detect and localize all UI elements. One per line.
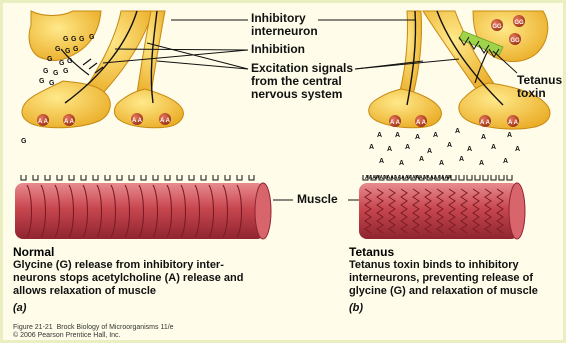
svg-text:A: A	[369, 144, 374, 151]
svg-text:A A: A A	[416, 120, 427, 126]
svg-text:A: A	[387, 146, 392, 153]
svg-text:A A: A A	[480, 120, 491, 126]
figure-credit: Figure 21-21 Brock Biology of Microorgan…	[13, 324, 174, 340]
normal-panel-letter: (a)	[13, 302, 26, 314]
svg-text:G: G	[67, 58, 73, 65]
svg-text:G: G	[73, 46, 79, 53]
svg-text:A A: A A	[64, 119, 75, 125]
svg-text:G: G	[63, 36, 69, 43]
svg-text:A A: A A	[132, 118, 143, 124]
normal-muscle	[15, 175, 271, 239]
svg-text:A: A	[447, 142, 452, 149]
svg-text:G: G	[55, 46, 61, 53]
tetanus-panel-letter: (b)	[349, 302, 363, 314]
svg-text:A: A	[479, 160, 484, 167]
svg-text:G: G	[49, 80, 55, 87]
tetanus-muscle: AAAAAAAAAAAAAAAAAAAAAAAA	[359, 175, 525, 239]
tetanus-panel-description: Tetanus toxin binds to inhibitory intern…	[349, 259, 538, 298]
svg-text:A: A	[491, 144, 496, 151]
svg-text:A: A	[455, 128, 460, 135]
svg-text:A: A	[459, 156, 464, 163]
inhibitory-interneuron-label: Inhibitory interneuron	[251, 12, 318, 38]
svg-text:GG: GG	[514, 20, 524, 26]
tetanus-toxin-label: Tetanus toxin	[517, 74, 562, 100]
svg-text:A: A	[503, 158, 508, 165]
inhibition-label: Inhibition	[251, 43, 305, 56]
svg-text:A: A	[433, 132, 438, 139]
svg-text:A: A	[515, 146, 520, 153]
svg-text:A: A	[507, 132, 512, 139]
svg-text:G: G	[65, 48, 71, 55]
svg-text:G: G	[59, 60, 65, 67]
excitation-signals-label: Excitation signals from the central nerv…	[251, 62, 353, 101]
svg-text:A A: A A	[38, 119, 49, 125]
svg-text:A: A	[415, 134, 420, 141]
svg-text:A: A	[377, 132, 382, 139]
svg-text:G: G	[63, 68, 69, 75]
tetanus-panel-title: Tetanus	[349, 245, 394, 259]
svg-text:A: A	[439, 160, 444, 167]
normal-panel-description: Glycine (G) release from inhibitory inte…	[13, 259, 243, 298]
svg-text:G: G	[47, 56, 53, 63]
svg-text:AAAAAAAAAAAAAAAAAAAAAAAA: AAAAAAAAAAAAAAAAAAAAAAAA	[365, 175, 452, 181]
svg-text:A A: A A	[160, 118, 171, 124]
svg-text:A: A	[379, 158, 384, 165]
svg-text:A A: A A	[508, 120, 519, 126]
svg-text:A: A	[467, 146, 472, 153]
svg-text:GG: GG	[492, 24, 502, 30]
svg-text:G: G	[43, 68, 49, 75]
svg-text:A A: A A	[390, 120, 401, 126]
svg-text:G: G	[21, 138, 27, 145]
svg-text:A: A	[399, 160, 404, 167]
svg-text:A: A	[427, 148, 432, 155]
svg-text:A: A	[405, 144, 410, 151]
tetanus-left-terminal	[369, 89, 442, 128]
svg-text:A: A	[395, 132, 400, 139]
normal-right-terminal	[114, 89, 183, 128]
svg-text:GG: GG	[510, 38, 520, 44]
svg-text:G: G	[53, 70, 59, 77]
svg-text:G: G	[39, 78, 45, 85]
normal-panel-title: Normal	[13, 245, 54, 259]
svg-text:A: A	[481, 134, 486, 141]
svg-text:G: G	[71, 36, 77, 43]
svg-text:G: G	[89, 34, 95, 41]
muscle-label: Muscle	[297, 193, 338, 206]
svg-text:A: A	[419, 156, 424, 163]
svg-text:G: G	[79, 36, 85, 43]
